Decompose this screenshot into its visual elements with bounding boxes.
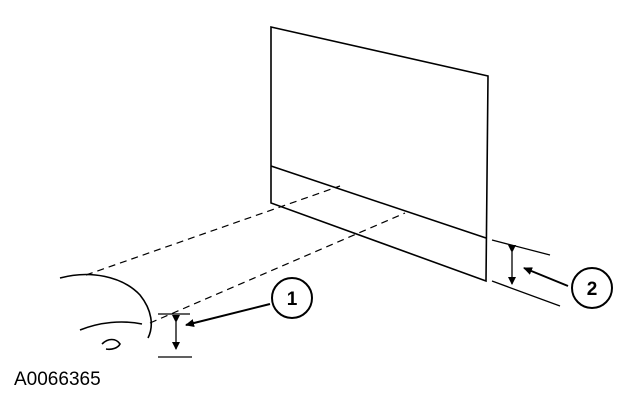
callout-1: 1 [271,277,313,319]
finger-crease [79,321,143,331]
callout-1-circle [271,277,313,319]
dimension-2-tick-bottom [491,280,561,307]
dimension-2 [491,239,561,307]
callout-2-label: 2 [587,279,598,300]
panel-outline [270,25,489,283]
dashed-line-upper [85,185,341,276]
leader-arrow-1 [185,303,271,327]
dashed-line-lower [149,212,406,324]
finger-outline [59,273,153,339]
leader-arrow-2 [523,267,569,287]
dimension-2-tick-top [491,239,551,256]
panel [270,25,489,283]
projection-lines [85,185,406,324]
panel-edge-line [270,165,487,239]
reference-finger [59,273,153,351]
leader-arrows [185,267,569,327]
callout-2: 2 [571,267,613,309]
figure-id-label: A0066365 [14,369,101,390]
finger-nail [101,338,121,351]
dimension-1 [158,313,192,358]
callout-1-label: 1 [287,289,298,310]
callout-2-circle [571,267,613,309]
